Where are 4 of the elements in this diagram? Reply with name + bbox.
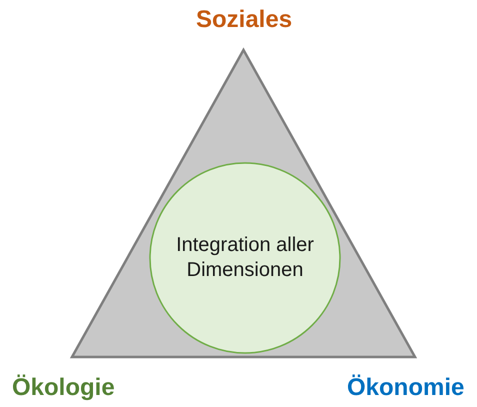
corner-label: Soziales <box>196 6 292 34</box>
corner-label: Ökologie <box>12 374 115 402</box>
node-text: Integration aller Dimensionen <box>175 233 315 283</box>
corner-label: Ökonomie <box>347 374 464 402</box>
